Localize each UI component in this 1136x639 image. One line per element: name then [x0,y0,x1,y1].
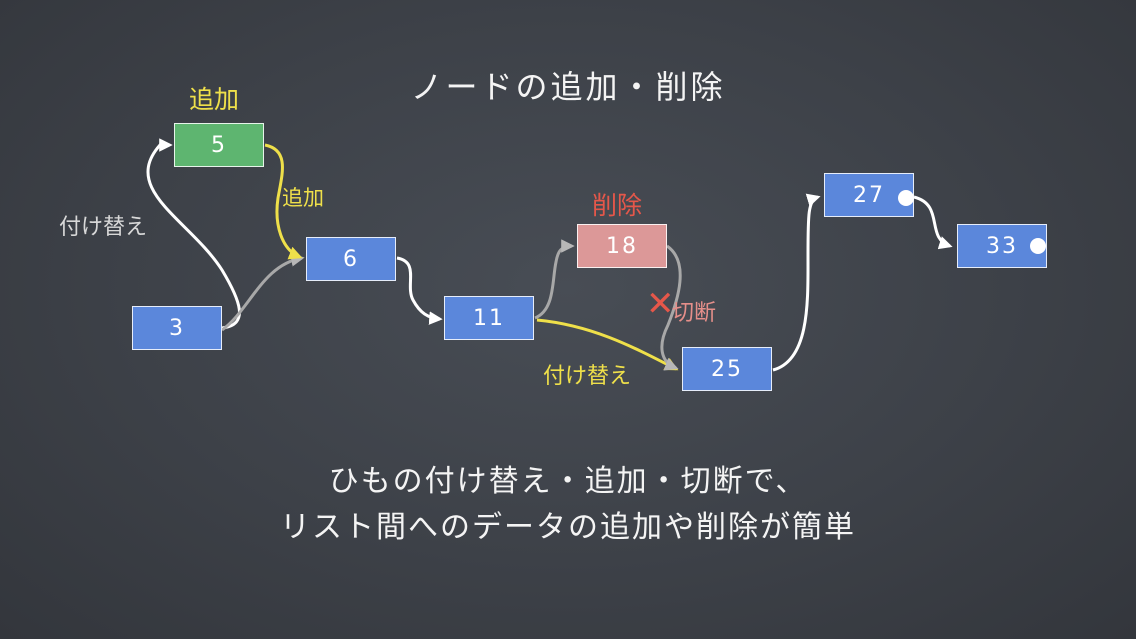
relink-label-bottom: 付け替え [543,364,632,389]
node-25: 25 [682,347,772,391]
arrow-11-to-18 [534,239,575,320]
caption-line-2: リスト間へのデータの追加や削除が簡単 [280,510,856,545]
node-6: 6 [306,237,396,281]
pointer-dot-27 [898,190,914,206]
arrow-27-to-33 [913,195,953,250]
relink-label-left: 付け替え [59,215,148,240]
arrow-6-to-11 [396,256,443,325]
node-18: 18 [577,224,667,268]
node-11: 11 [444,296,534,340]
arrow-3-to-5 [146,138,241,330]
cut-mark: ✕ [646,284,675,324]
node-5: 5 [174,123,264,167]
delete-label: 削除 [592,191,643,220]
node-3: 3 [132,306,222,350]
arrow-3-to-6-old [221,253,305,332]
pointer-dot-33 [1030,238,1046,254]
caption-line-1: ひもの付け替え・追加・切断で、 [328,464,808,499]
add-label-top: 追加 [189,85,240,114]
arrow-18-to-25-cut [660,244,682,371]
add-label-side: 追加 [282,186,324,210]
cut-label: 切断 [672,301,717,326]
node-27: 27 [824,173,914,217]
arrow-11-to-25 [536,318,679,371]
arrow-25-to-27 [772,193,821,372]
arrow-5-to-6 [264,143,303,260]
slide-title: ノードの追加・削除 [410,68,726,106]
